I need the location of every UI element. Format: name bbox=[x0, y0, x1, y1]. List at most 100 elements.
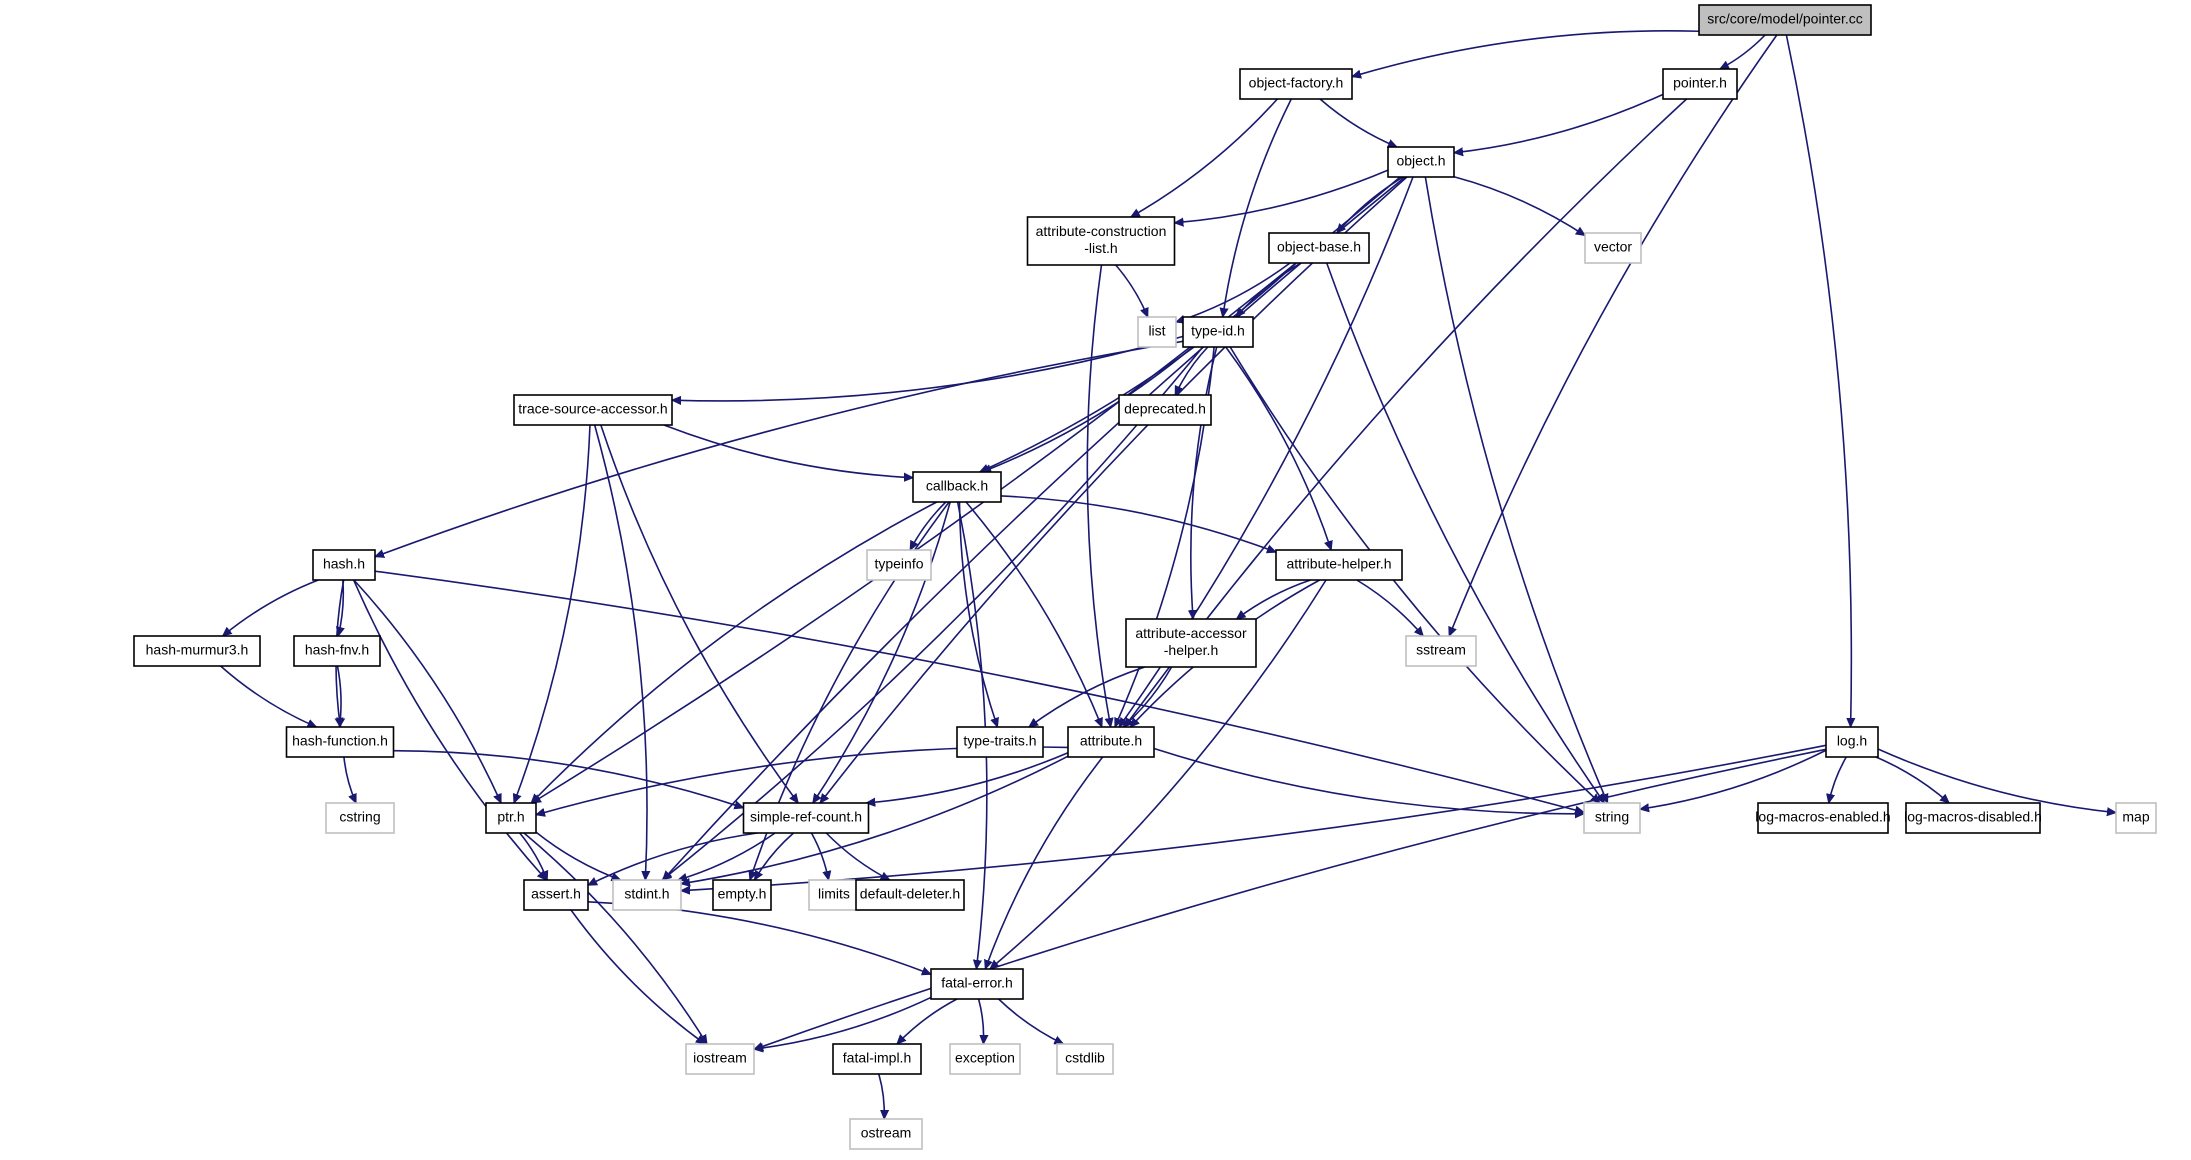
edge-assert_h-to-fatal_error bbox=[587, 900, 931, 975]
node-ptr-h[interactable]: ptr.h bbox=[485, 802, 537, 834]
node-layer: src/core/model/pointer.cc object-factory.… bbox=[133, 4, 2157, 1150]
node-label: log-macros-enabled.h bbox=[1755, 809, 1890, 825]
node-label: typeinfo bbox=[874, 556, 923, 572]
edge-callback-to-typeinfo bbox=[909, 501, 947, 550]
node-box bbox=[808, 879, 860, 911]
node-label: stdint.h bbox=[624, 886, 669, 902]
node-log-macros-dis[interactable]: log-macros-disabled.h bbox=[1904, 802, 2042, 834]
node-default-deleter[interactable]: default-deleter.h bbox=[855, 879, 965, 911]
node-log-macros-en[interactable]: log-macros-enabled.h bbox=[1755, 802, 1891, 834]
edge-hash_function-to-simple_ref bbox=[393, 749, 744, 808]
edge-object_h-to-vector bbox=[1453, 176, 1585, 236]
node-box bbox=[849, 1118, 923, 1150]
node-box bbox=[1118, 394, 1212, 426]
node-object-base[interactable]: object-base.h bbox=[1268, 232, 1370, 264]
edge-callback-to-simple_ref bbox=[813, 501, 951, 803]
node-hash-function[interactable]: hash-function.h bbox=[285, 726, 395, 758]
node-label: pointer.h bbox=[1673, 75, 1727, 91]
edge-attribute_h-to-fatal_error bbox=[985, 756, 1104, 969]
edge-object_h-to-string bbox=[1424, 176, 1609, 803]
node-label: hash-function.h bbox=[292, 733, 388, 749]
edge-log_h-to-map bbox=[1877, 748, 2116, 813]
node-box bbox=[133, 635, 261, 667]
node-box bbox=[1584, 232, 1642, 264]
node-hash-murmur3[interactable]: hash-murmur3.h bbox=[133, 635, 261, 667]
node-label: fatal-impl.h bbox=[843, 1050, 911, 1066]
node-attr-accessor[interactable]: attribute-accessor-helper.h bbox=[1125, 618, 1257, 668]
node-log-h[interactable]: log.h bbox=[1825, 726, 1879, 758]
edge-hash_h-to-hash_murmur3 bbox=[223, 579, 319, 636]
node-label: hash-fnv.h bbox=[305, 642, 369, 658]
edge-log_h-to-log_macros_en bbox=[1829, 756, 1847, 803]
node-box bbox=[523, 879, 589, 911]
node-label: exception bbox=[955, 1050, 1015, 1066]
edge-attr_accessor-to-attribute_h bbox=[1123, 666, 1173, 727]
edge-attr_accessor-to-type_traits bbox=[1029, 666, 1145, 727]
edge-callback-to-ptr_h bbox=[531, 501, 938, 803]
node-simple-ref[interactable]: simple-ref-count.h bbox=[742, 802, 870, 834]
node-pointer-cc[interactable]: src/core/model/pointer.cc bbox=[1698, 4, 1872, 36]
node-attribute-h[interactable]: attribute.h bbox=[1067, 726, 1155, 758]
edge-trace_source-to-callback bbox=[663, 424, 913, 478]
node-hash-h[interactable]: hash.h bbox=[312, 549, 376, 581]
node-box bbox=[2115, 802, 2157, 834]
node-attr-helper[interactable]: attribute-helper.h bbox=[1275, 549, 1403, 581]
edge-pointer_cc-to-log_h bbox=[1785, 34, 1851, 727]
node-fatal-impl[interactable]: fatal-impl.h bbox=[832, 1043, 922, 1075]
edge-assert_h-to-iostream bbox=[570, 909, 705, 1044]
node-assert-h[interactable]: assert.h bbox=[523, 879, 589, 911]
node-label: iostream bbox=[693, 1050, 747, 1066]
node-label: hash.h bbox=[323, 556, 365, 572]
node-callback[interactable]: callback.h bbox=[912, 471, 1002, 503]
node-box bbox=[912, 471, 1002, 503]
node-object-h[interactable]: object.h bbox=[1387, 146, 1455, 178]
edge-type_id-to-attr_accessor bbox=[1191, 346, 1218, 619]
edge-ptr_h-to-assert_h bbox=[519, 832, 547, 880]
node-stdint: stdint.h bbox=[612, 879, 682, 911]
edge-callback-to-attr_helper bbox=[1000, 495, 1276, 552]
node-label: default-deleter.h bbox=[860, 886, 960, 902]
edge-trace_source-to-stdint bbox=[593, 424, 647, 880]
edge-object_base-to-string bbox=[1325, 262, 1605, 803]
edge-attr_helper-to-attr_accessor bbox=[1237, 579, 1311, 619]
node-label: cstring bbox=[339, 809, 380, 825]
edge-pointer_h-to-object_h bbox=[1454, 93, 1664, 152]
edge-object_factory-to-object_h bbox=[1319, 98, 1397, 148]
node-empty-h[interactable]: empty.h bbox=[712, 879, 772, 911]
node-box bbox=[742, 802, 870, 834]
edge-attribute_h-to-simple_ref bbox=[866, 751, 1069, 803]
node-label: type-traits.h bbox=[963, 733, 1036, 749]
node-limits: limits bbox=[808, 879, 860, 911]
edge-object_base-to-callback bbox=[980, 262, 1297, 473]
edge-object_h-to-simple_ref bbox=[820, 176, 1408, 803]
edge-hash_function-to-cstring bbox=[343, 756, 357, 803]
node-label: fatal-error.h bbox=[941, 975, 1013, 991]
edge-attribute_h-to-stdint bbox=[681, 755, 1069, 884]
node-pointer-h[interactable]: pointer.h bbox=[1662, 68, 1738, 100]
edge-hash_h-to-ptr_h bbox=[353, 579, 502, 803]
node-box bbox=[612, 879, 682, 911]
edge-trace_source-to-ptr_h bbox=[514, 424, 591, 803]
edge-fatal_error-to-cstdlib bbox=[998, 998, 1064, 1045]
node-label: empty.h bbox=[718, 886, 767, 902]
node-trace-source[interactable]: trace-source-accessor.h bbox=[513, 394, 673, 426]
node-attr-construction[interactable]: attribute-construction-list.h bbox=[1026, 216, 1176, 266]
node-object-factory[interactable]: object-factory.h bbox=[1239, 68, 1353, 100]
node-label: map bbox=[2122, 809, 2149, 825]
node-box bbox=[1056, 1043, 1114, 1075]
node-box bbox=[712, 879, 772, 911]
edge-type_id-to-stdint bbox=[662, 346, 1204, 880]
edge-hash_murmur3-to-hash_function bbox=[220, 665, 317, 728]
node-type-id[interactable]: type-id.h bbox=[1182, 316, 1254, 348]
node-type-traits[interactable]: type-traits.h bbox=[956, 726, 1044, 758]
node-label: vector bbox=[1594, 239, 1632, 255]
node-box bbox=[1698, 4, 1872, 36]
node-deprecated[interactable]: deprecated.h bbox=[1118, 394, 1212, 426]
node-label: hash-murmur3.h bbox=[146, 642, 249, 658]
node-hash-fnv[interactable]: hash-fnv.h bbox=[293, 635, 381, 667]
node-label: object-factory.h bbox=[1249, 75, 1344, 91]
edge-attr_helper-to-sstream bbox=[1356, 579, 1423, 636]
node-fatal-error[interactable]: fatal-error.h bbox=[930, 968, 1024, 1000]
node-label: simple-ref-count.h bbox=[750, 809, 862, 825]
node-box bbox=[293, 635, 381, 667]
